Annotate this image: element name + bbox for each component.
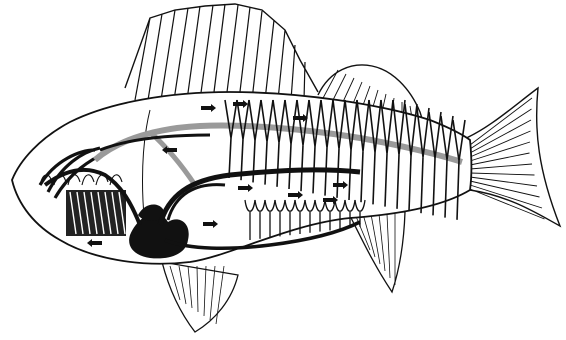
dorsal-spine <box>291 45 295 100</box>
dorsal-spine <box>239 7 250 100</box>
dorsal-spine <box>200 5 213 100</box>
dorsal-spine <box>278 30 285 100</box>
dorsal-fin-spiny <box>135 4 305 100</box>
dorsal-fin-spiny-outline <box>125 4 318 92</box>
dorsal-spine <box>174 8 188 100</box>
dorsal-spine <box>226 5 238 100</box>
dorsal-spine <box>135 18 150 100</box>
dorsal-spine <box>148 14 162 100</box>
gill-filaments <box>66 190 126 236</box>
pelvic-fin <box>162 262 238 332</box>
dorsal-spine <box>187 6 200 100</box>
dorsal-spine <box>252 11 262 100</box>
dorsal-spine <box>213 4 225 100</box>
dorsal-spine <box>265 20 274 100</box>
dorsal-spine <box>161 10 175 100</box>
